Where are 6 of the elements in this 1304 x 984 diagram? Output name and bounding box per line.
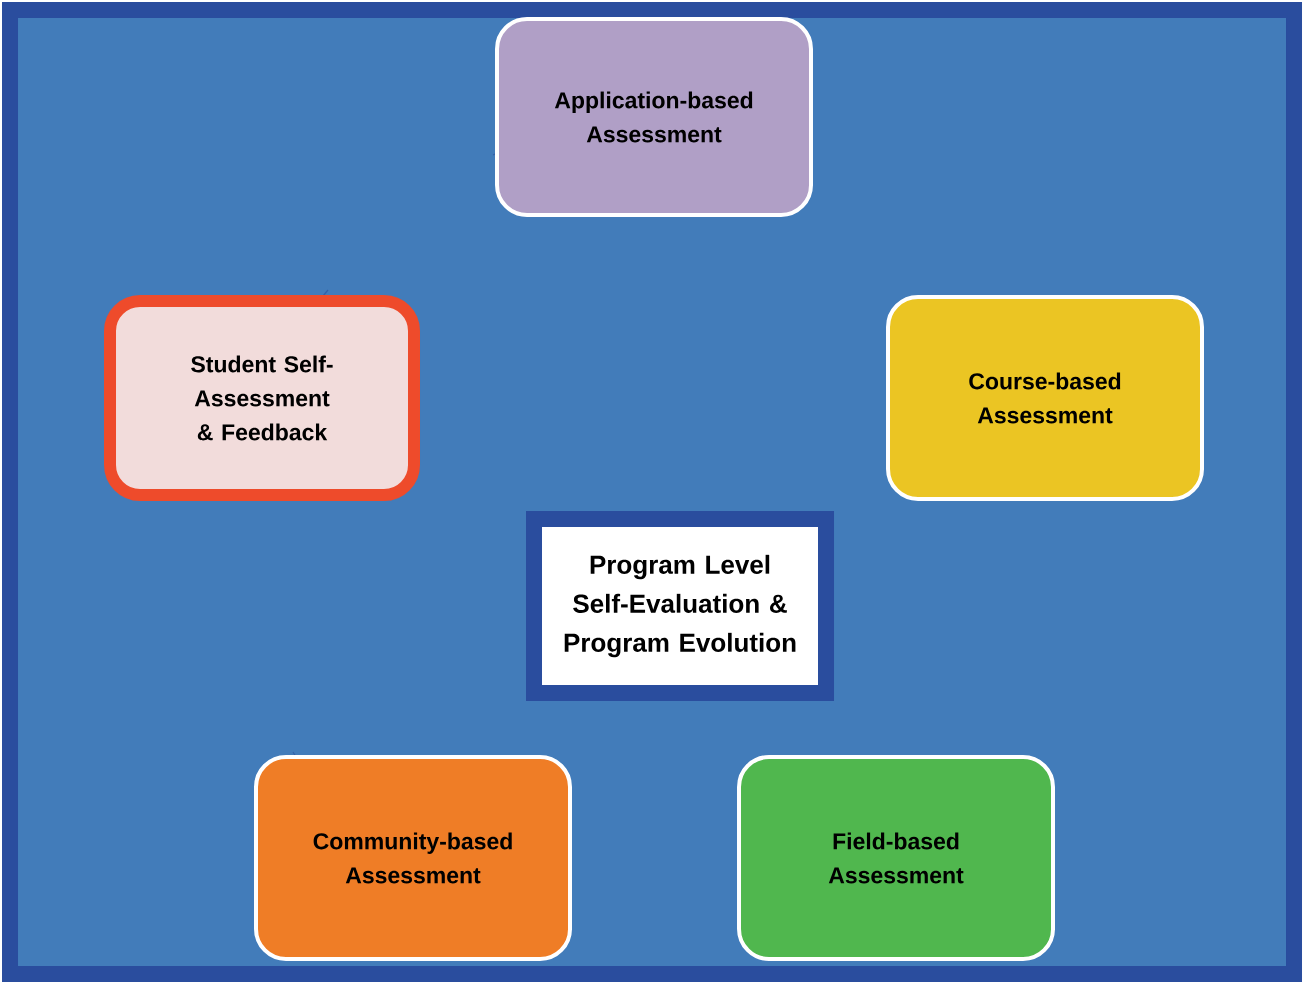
- assessment-box: Application-based Assessment: [495, 17, 813, 217]
- assessment-box: Course-based Assessment: [886, 295, 1204, 501]
- assessment-box: Community-based Assessment: [254, 755, 572, 961]
- assessment-box: Field-based Assessment: [737, 755, 1055, 961]
- assessment-box: Student Self-Assessment & Feedback: [104, 295, 420, 501]
- center-box: Program Level Self-Evaluation & Program Evolution: [526, 511, 834, 701]
